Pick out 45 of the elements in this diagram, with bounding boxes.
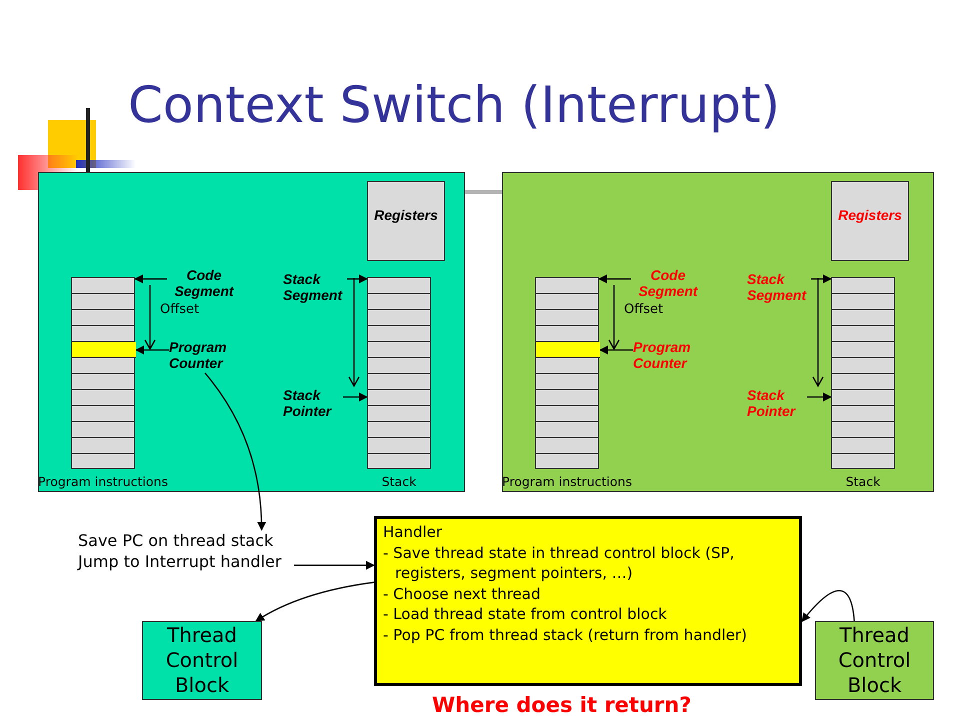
handler-text: Handler <box>383 522 444 542</box>
handler-box <box>374 516 802 686</box>
arrow <box>204 372 266 531</box>
dimension-label: Offset <box>160 302 200 317</box>
control-block-box: Thread Control Block <box>815 621 934 700</box>
pointer-label: Program Counter <box>633 339 705 373</box>
register-box: Registers <box>367 181 445 261</box>
arrow <box>801 590 855 622</box>
panel-background <box>502 172 934 492</box>
arrow <box>135 346 169 354</box>
slide-title: Context Switch (Interrupt) <box>128 76 780 134</box>
handler-text: - Choose next thread <box>383 584 542 604</box>
note-text: Jump to Interrupt handler <box>78 551 282 572</box>
highlighted-slot <box>536 342 600 358</box>
register-box: Registers <box>831 181 909 261</box>
highlighted-slot <box>72 342 136 358</box>
stack-label: Program instructions <box>502 474 632 489</box>
stack-label: Stack <box>382 474 416 489</box>
stack-label: Program instructions <box>38 474 168 489</box>
pointer-label: Stack Segment <box>283 271 347 305</box>
dimension-label: Offset <box>624 302 664 317</box>
pointer-label: Stack Pointer <box>747 387 807 421</box>
panel-background <box>38 172 465 492</box>
pointer-label: Stack Segment <box>747 271 811 305</box>
handler-text: - Pop PC from thread stack (return from handler) <box>383 624 748 645</box>
handler-text: - Save thread state in thread control block (SP, registers, segment pointers, …) <box>383 542 736 584</box>
pointer-label: Code Segment <box>631 267 705 301</box>
note-text: Save PC on thread stack <box>78 530 274 551</box>
arrow <box>134 274 167 284</box>
handler-text: - Load thread state from control block <box>383 604 668 624</box>
pointer-label: Code Segment <box>167 267 241 301</box>
arrow <box>807 392 832 402</box>
arrow <box>599 346 633 354</box>
pointer-label: Stack Pointer <box>283 387 343 421</box>
arrow <box>598 274 631 284</box>
arrow <box>343 392 368 402</box>
arrow <box>347 274 368 284</box>
question-text: Where does it return? <box>432 693 692 717</box>
control-block-box: Thread Control Block <box>142 621 262 700</box>
pointer-label: Program Counter <box>169 339 241 373</box>
arrow <box>255 582 374 622</box>
arrow <box>294 560 375 570</box>
arrow <box>811 274 832 284</box>
connector-line <box>465 190 502 194</box>
stack-label: Stack <box>846 474 880 489</box>
